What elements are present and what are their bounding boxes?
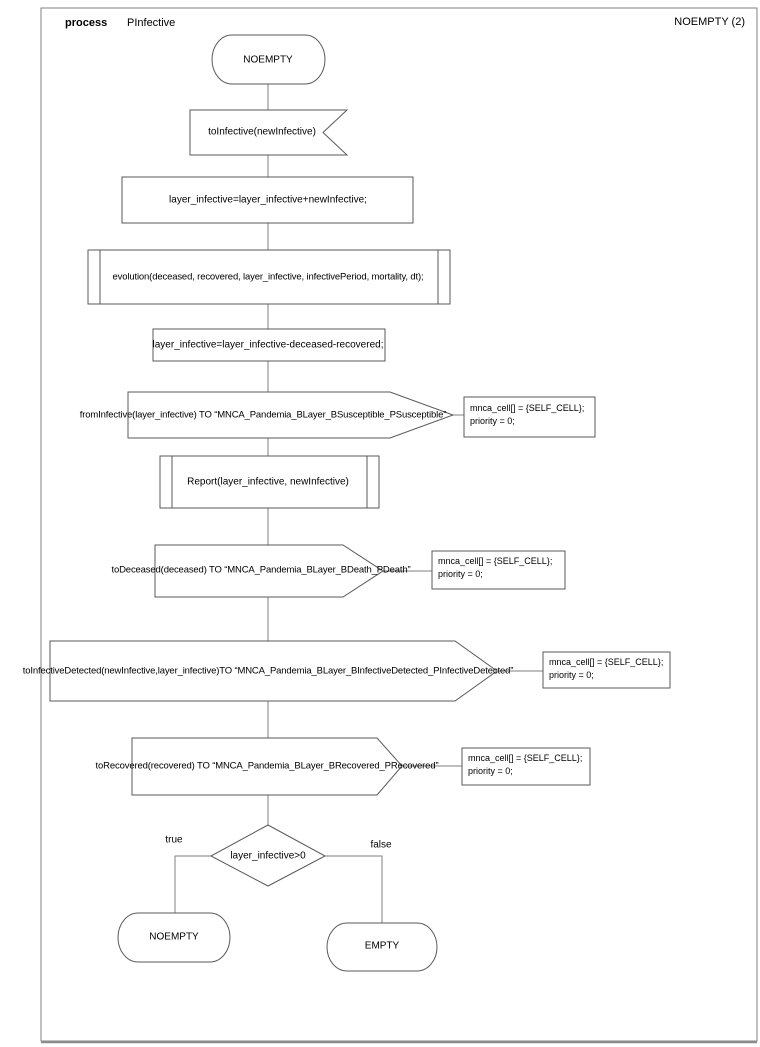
output-to-deceased-shape: [154, 544, 384, 598]
comment-4-line-2: priority = 0;: [468, 766, 513, 776]
comment-1-line-1: mnca_cell[] = {SELF_CELL};: [470, 403, 585, 413]
output-to-recovered-shape: [131, 737, 403, 796]
comment-3-line-1: mnca_cell[] = {SELF_CELL};: [549, 657, 664, 667]
output-to-recovered-label: toRecovered(recovered) TO “MNCA_Pandemia…: [95, 760, 439, 772]
comment-text-4: mnca_cell[] = {SELF_CELL}; priority = 0;: [468, 752, 582, 778]
comment-box-4: [461, 747, 591, 786]
output-from-infective-label: fromInfective(layer_infective) TO “MNCA_…: [79, 409, 447, 421]
branch-true-label: true: [165, 834, 183, 846]
comment-text-2: mnca_cell[] = {SELF_CELL}; priority = 0;: [438, 555, 552, 581]
flow-connector-true-branch: [174, 855, 212, 913]
flow-connector-false-branch: [325, 855, 383, 923]
output-to-deceased-label: toDeceased(deceased) TO “MNCA_Pandemia_B…: [111, 564, 411, 576]
task-add-label: layer_infective=layer_infective+newInfec…: [169, 194, 367, 206]
final-state-empty-label: EMPTY: [364, 940, 400, 952]
comment-box-1: [463, 396, 596, 438]
comment-text-3: mnca_cell[] = {SELF_CELL}; priority = 0;: [549, 656, 663, 682]
decision-condition-label: layer_infective>0: [230, 850, 306, 862]
comment-box-3: [542, 651, 671, 689]
process-keyword: process: [65, 17, 108, 29]
branch-false-label: false: [370, 839, 392, 851]
final-state-empty-shape: [326, 922, 438, 972]
task-subtract-label: layer_infective=layer_infective-deceased…: [152, 339, 384, 351]
procedure-evolution-shape: [87, 249, 451, 305]
output-to-infective-detected-shape: [49, 640, 498, 702]
comment-2-line-2: priority = 0;: [438, 569, 483, 579]
page-border: [40, 7, 758, 1042]
comment-3-line-2: priority = 0;: [549, 670, 594, 680]
input-signal-label: toInfective(newInfective): [208, 126, 316, 138]
procedure-report-box: [159, 455, 380, 509]
comment-4-line-1: mnca_cell[] = {SELF_CELL};: [468, 753, 583, 763]
final-state-noempty-label: NOEMPTY: [149, 931, 199, 943]
task-subtract-shape: [152, 328, 386, 362]
comment-text-1: mnca_cell[] = {SELF_CELL}; priority = 0;: [470, 402, 584, 428]
comment-box-2: [431, 550, 566, 590]
comment-1-line-2: priority = 0;: [470, 416, 515, 426]
final-state-noempty-shape: [117, 912, 231, 963]
start-state-shape: [211, 34, 326, 85]
decision-shape: [209, 824, 327, 887]
task-add-shape: [121, 176, 414, 224]
procedure-report-label: Report(layer_infective, newInfective): [187, 476, 349, 488]
procedure-evolution-box: [87, 249, 451, 305]
procedure-evolution-label: evolution(deceased, recovered, layer_inf…: [112, 271, 424, 283]
process-name: PInfective: [127, 17, 176, 29]
output-to-infective-detected-label: toInfectiveDetected(newInfective,layer_i…: [22, 665, 514, 677]
comment-2-line-1: mnca_cell[] = {SELF_CELL};: [438, 556, 553, 566]
start-state-label: NOEMPTY: [243, 54, 293, 66]
input-signal-shape: [189, 109, 349, 156]
output-from-infective-shape: [127, 391, 455, 439]
page-reference: NOEMPTY (2): [674, 16, 745, 28]
procedure-report-shape: [159, 455, 380, 509]
